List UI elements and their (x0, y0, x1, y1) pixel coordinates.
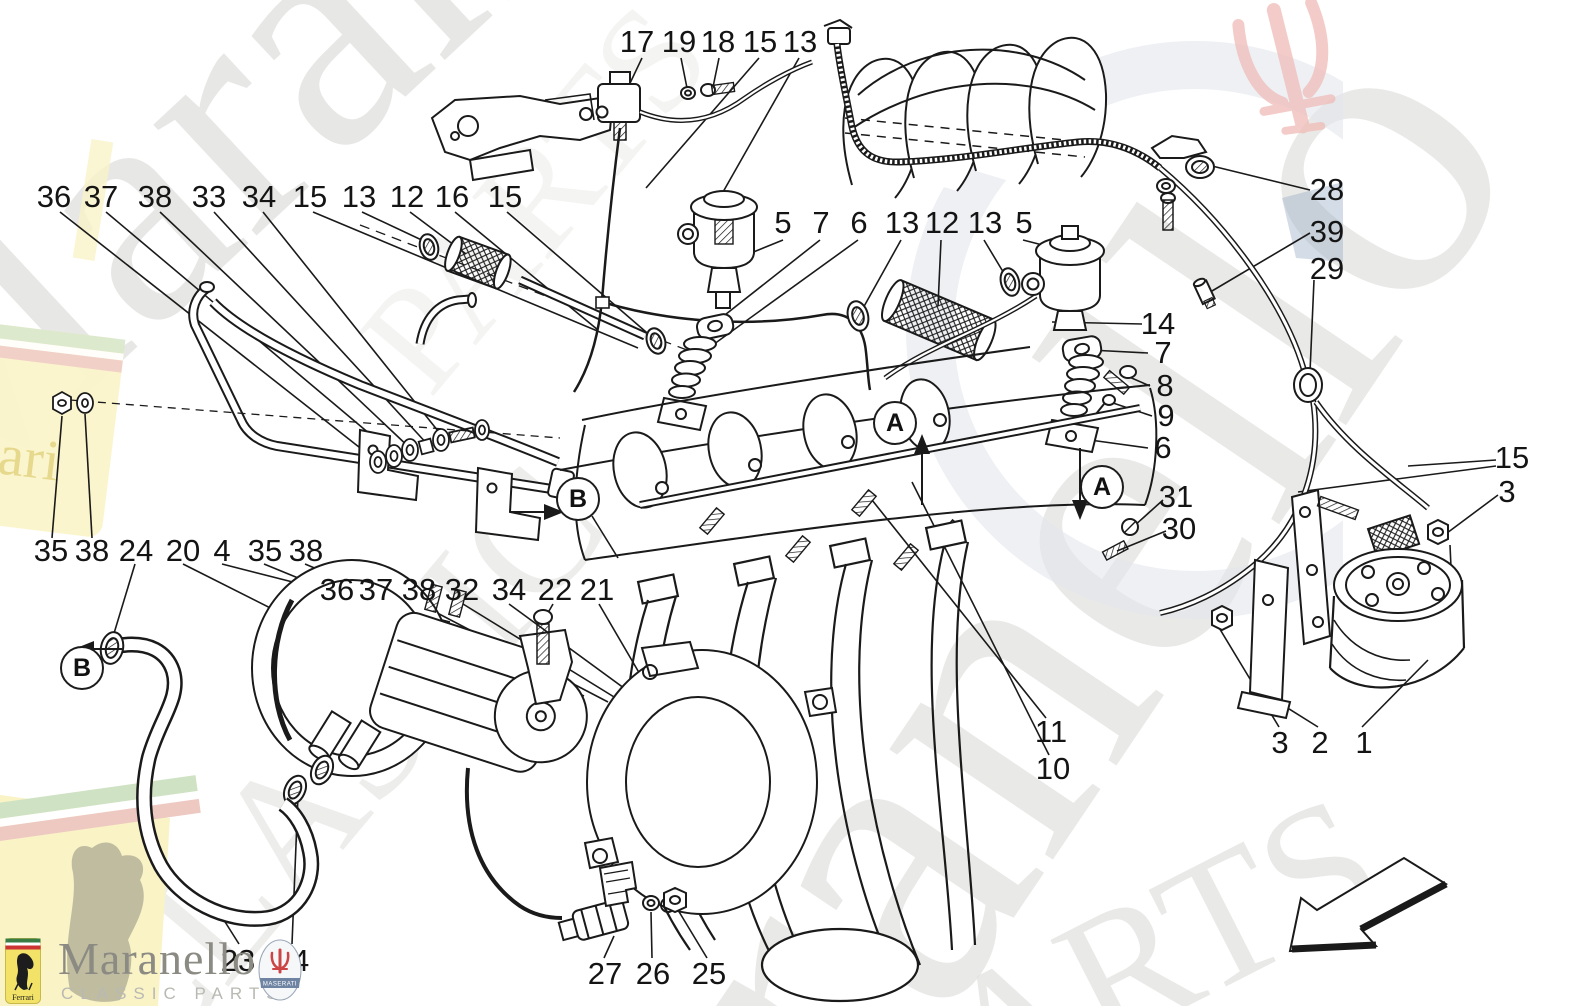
callout-14: 14 (1140, 306, 1176, 341)
callout-12: 12 (389, 179, 425, 214)
callout-9: 9 (1157, 398, 1175, 433)
callout-37: 37 (358, 572, 394, 607)
callout-7: 7 (1154, 335, 1172, 370)
callout-39: 39 (1309, 214, 1345, 249)
clamp-28 (1150, 134, 1215, 231)
solenoid-valve-17 (595, 59, 813, 141)
callout-31: 31 (1158, 479, 1194, 514)
callout-2: 2 (1311, 725, 1329, 760)
callout-38: 38 (74, 533, 110, 568)
svg-text:rari: rari (0, 419, 64, 493)
callout-25: 25 (691, 956, 727, 991)
callout-13: 13 (967, 205, 1003, 240)
callout-13: 13 (884, 205, 920, 240)
corrugated-conduit (823, 18, 1163, 171)
callout-23: 23 (220, 943, 256, 978)
flex-hose-small (359, 224, 701, 356)
callout-6: 6 (1154, 430, 1172, 465)
pump-wiring (464, 767, 687, 942)
vacuum-hoses (572, 127, 872, 393)
flex-hose-large (846, 267, 1021, 362)
callout-18: 18 (700, 24, 736, 59)
cover-plate-21 (518, 609, 838, 915)
callout-1: 1 (1355, 725, 1373, 760)
callout-37: 37 (83, 179, 119, 214)
callout-5: 5 (1015, 205, 1033, 240)
callout-19: 19 (661, 24, 697, 59)
direction-arrow-icon (1288, 856, 1449, 953)
callout-33: 33 (191, 179, 227, 214)
callout-8: 8 (1156, 368, 1174, 403)
maserati-badge-icon: MASERATI (258, 938, 302, 1002)
callout-28: 28 (1309, 172, 1345, 207)
callout-17: 17 (619, 24, 655, 59)
callout-35: 35 (247, 533, 283, 568)
callout-34: 34 (491, 572, 527, 607)
callout-38: 38 (401, 572, 437, 607)
air-valve-right (883, 225, 1139, 561)
view-marker-B: B (556, 477, 600, 521)
callout-15: 15 (742, 24, 778, 59)
air-pump (251, 559, 588, 806)
callout-4: 4 (213, 533, 231, 568)
callout-3: 3 (1271, 725, 1289, 760)
callout-16: 16 (434, 179, 470, 214)
brand-name: Maranello (58, 933, 257, 984)
view-marker-A: A (1080, 465, 1124, 509)
callout-24: 24 (118, 533, 154, 568)
callout-36: 36 (36, 179, 72, 214)
canister-assembly (1211, 488, 1466, 720)
callout-11: 11 (1034, 714, 1068, 749)
ferrari-badge-label: Ferrari (12, 993, 35, 1002)
callout-15: 15 (487, 179, 523, 214)
brand-tagline: CLASSIC PARTS (61, 984, 285, 1003)
callout-20: 20 (165, 533, 201, 568)
callout-15: 15 (1494, 440, 1530, 475)
fitting-39 (1192, 277, 1217, 310)
callout-13: 13 (782, 24, 818, 59)
callout-38: 38 (288, 533, 324, 568)
view-marker-B: B (60, 646, 104, 690)
callout-3: 3 (1498, 474, 1516, 509)
callout-15: 15 (292, 179, 328, 214)
callout-36: 36 (319, 572, 355, 607)
callout-34: 34 (241, 179, 277, 214)
callout-5: 5 (774, 205, 792, 240)
callout-30: 30 (1161, 511, 1197, 546)
mounting-bracket-top (430, 93, 614, 182)
ferrari-badge-icon: Ferrari (5, 938, 41, 1004)
hose-23 (99, 631, 320, 927)
hose-right-15 (1158, 165, 1430, 616)
view-marker-A: A (873, 401, 917, 445)
maserati-badge-label: MASERATI (263, 982, 297, 988)
callout-7: 7 (812, 205, 830, 240)
callout-35: 35 (33, 533, 69, 568)
footer-brand: Ferrari Maranello CLASSIC PARTS MASERATI (0, 930, 760, 1006)
air-valve-center (656, 190, 758, 432)
callout-29: 29 (1309, 251, 1345, 286)
callout-32: 32 (444, 572, 480, 607)
callout-6: 6 (850, 205, 868, 240)
callout-21: 21 (579, 572, 615, 607)
callout-26: 26 (635, 956, 671, 991)
callout-22: 22 (537, 572, 573, 607)
callout-12: 12 (924, 205, 960, 240)
ferrari-watermark-mid-icon: rari (0, 320, 126, 537)
air-rail (52, 281, 575, 542)
callout-10: 10 (1035, 751, 1071, 786)
callout-38: 38 (137, 179, 173, 214)
callout-13: 13 (341, 179, 377, 214)
callout-27: 27 (587, 956, 623, 991)
rail-hardware (52, 390, 490, 474)
